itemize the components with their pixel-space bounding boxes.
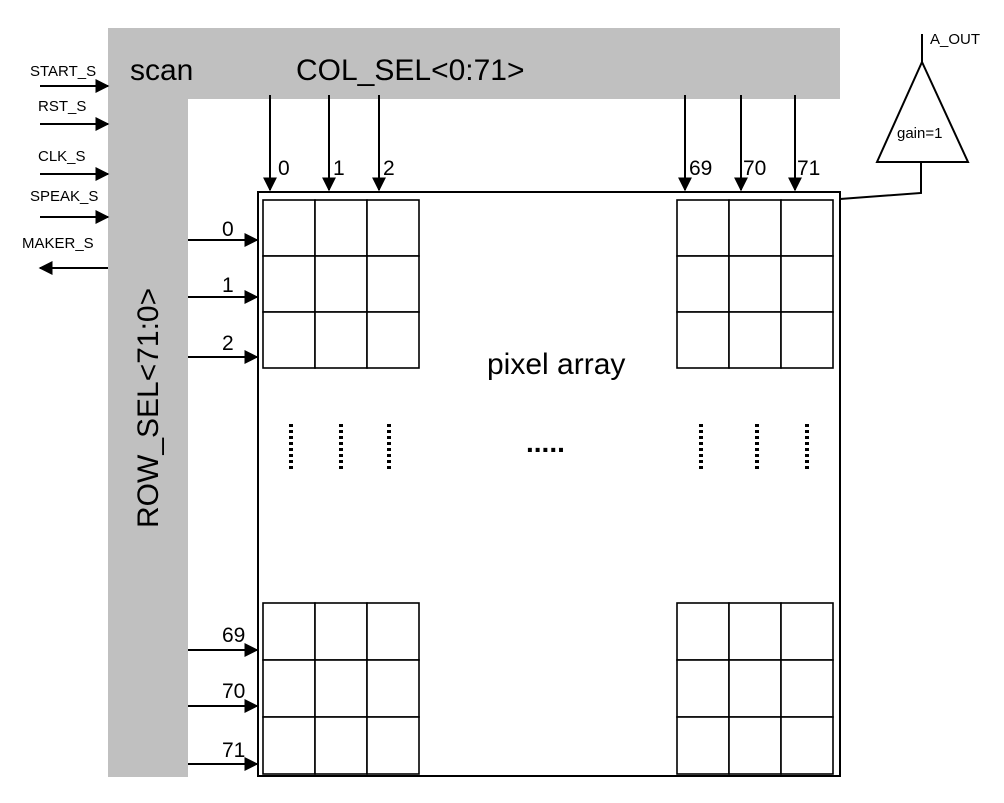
row-index-69: 69 bbox=[222, 624, 245, 647]
pixel-cell bbox=[676, 255, 730, 313]
pixel-cell bbox=[262, 255, 316, 313]
pixel-cell bbox=[314, 659, 368, 718]
pixel-cell bbox=[366, 255, 420, 313]
pixel-cell bbox=[366, 716, 420, 775]
pixel-cell bbox=[262, 199, 316, 257]
pixel-cell bbox=[262, 716, 316, 775]
signal-label-maker: MAKER_S bbox=[22, 235, 94, 252]
amplifier-triangle bbox=[875, 59, 970, 163]
control-signals: START_S RST_S CLK_S SPEAK_S MAKER_S bbox=[22, 63, 110, 275]
col-index-71: 71 bbox=[797, 157, 820, 180]
col-index-69: 69 bbox=[689, 157, 712, 180]
pixel-cell bbox=[780, 716, 834, 775]
pixel-cell bbox=[676, 199, 730, 257]
pixel-cell bbox=[728, 659, 782, 718]
pixel-cell bbox=[676, 659, 730, 718]
amplifier-output-label: A_OUT bbox=[930, 31, 980, 48]
row-index-1: 1 bbox=[222, 274, 234, 297]
col-index-0: 0 bbox=[278, 157, 290, 180]
pixel-cell bbox=[780, 602, 834, 661]
col-bus-label: COL_SEL<0:71> bbox=[296, 54, 525, 87]
row-index-0: 0 bbox=[222, 218, 234, 241]
scan-block bbox=[108, 28, 840, 777]
row-index-70: 70 bbox=[222, 680, 245, 703]
pixel-cell bbox=[728, 602, 782, 661]
row-index-71: 71 bbox=[222, 739, 245, 762]
pixel-cell bbox=[262, 602, 316, 661]
amplifier-input-wire bbox=[839, 162, 922, 200]
col-index-2: 2 bbox=[383, 157, 395, 180]
col-index-1: 1 bbox=[333, 157, 345, 180]
amplifier-gain-label: gain=1 bbox=[897, 125, 942, 142]
pixel-group-top-right bbox=[676, 199, 834, 369]
pixel-cell bbox=[676, 602, 730, 661]
signal-label-clk: CLK_S bbox=[38, 148, 86, 165]
signal-label-start: START_S bbox=[30, 63, 96, 80]
pixel-cell bbox=[366, 659, 420, 718]
pixel-array-label: pixel array bbox=[487, 348, 625, 381]
pixel-group-bottom-left bbox=[262, 602, 420, 775]
pixel-cell bbox=[314, 255, 368, 313]
pixel-cell bbox=[728, 199, 782, 257]
row-select-lines: 0 1 2 69 70 71 bbox=[188, 218, 259, 771]
pixel-cell bbox=[728, 716, 782, 775]
pixel-group-top-left bbox=[262, 199, 420, 369]
ellipsis-indicators: ..... bbox=[289, 424, 809, 472]
pixel-cell bbox=[314, 716, 368, 775]
pixel-cell bbox=[262, 659, 316, 718]
col-index-70: 70 bbox=[743, 157, 766, 180]
horizontal-ellipsis: ..... bbox=[526, 427, 565, 458]
row-bus-label: ROW_SEL<71:0> bbox=[132, 288, 165, 528]
output-amplifier: gain=1 A_OUT bbox=[839, 31, 980, 200]
signal-label-speak: SPEAK_S bbox=[30, 188, 98, 205]
pixel-cell bbox=[366, 311, 420, 369]
pixel-cell bbox=[262, 311, 316, 369]
pixel-cell bbox=[780, 659, 834, 718]
pixel-array-boundary bbox=[257, 191, 841, 777]
pixel-cell bbox=[366, 199, 420, 257]
signal-label-rst: RST_S bbox=[38, 98, 86, 115]
pixel-cell bbox=[314, 602, 368, 661]
pixel-cell bbox=[314, 311, 368, 369]
pixel-cell bbox=[676, 716, 730, 775]
pixel-cell bbox=[728, 311, 782, 369]
pixel-group-bottom-right bbox=[676, 602, 834, 775]
row-index-2: 2 bbox=[222, 332, 234, 355]
pixel-cell bbox=[780, 199, 834, 257]
scan-label: scan bbox=[130, 54, 193, 87]
pixel-cell bbox=[728, 255, 782, 313]
pixel-cell bbox=[780, 311, 834, 369]
pixel-cell bbox=[780, 255, 834, 313]
pixel-cell bbox=[366, 602, 420, 661]
pixel-cell bbox=[314, 199, 368, 257]
column-select-lines: 0 1 2 69 70 71 bbox=[263, 95, 820, 192]
pixel-cell bbox=[676, 311, 730, 369]
